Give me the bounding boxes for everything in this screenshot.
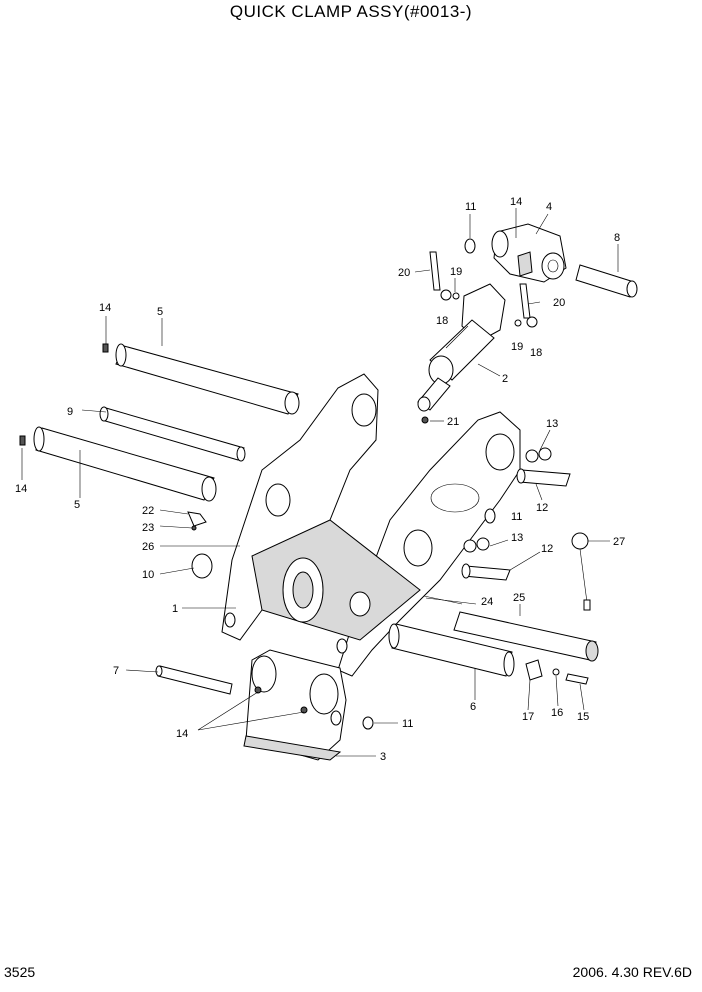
bolt-15 <box>565 673 589 685</box>
grease-nipples-14-bottom <box>254 686 308 714</box>
hose-fitting-20-left <box>429 251 452 301</box>
callout-23: 23 <box>142 522 154 534</box>
callout-5: 5 <box>74 499 80 511</box>
callout-13: 13 <box>511 532 523 544</box>
page-number: 3525 <box>4 964 36 980</box>
callout-19: 19 <box>450 266 462 278</box>
revision-date: 2006. 4.30 REV.6D <box>572 964 692 980</box>
callout-11: 11 <box>402 718 413 730</box>
hose-fitting-20-right <box>519 283 538 328</box>
callout-4: 4 <box>546 201 552 213</box>
washers-13-lower <box>463 537 490 553</box>
callout-14: 14 <box>510 196 522 208</box>
pin-5-lower <box>33 426 217 502</box>
callout-10: 10 <box>142 569 154 581</box>
nipple-23 <box>191 525 197 531</box>
callout-14: 14 <box>99 302 111 314</box>
callout-3: 3 <box>380 751 386 763</box>
locking-rod-25 <box>453 611 599 662</box>
bolt-12-upper <box>516 468 571 487</box>
lever-22 <box>187 511 207 527</box>
o-ring-11-mid <box>484 508 496 524</box>
hydraulic-cylinder-2 <box>417 283 506 412</box>
snap-ring-10 <box>191 553 213 579</box>
callout-26: 26 <box>142 541 154 553</box>
callout-labels: 11 14 4 8 20 19 18 20 19 18 2 14 5 9 21 … <box>15 196 625 763</box>
o-ring-11-top <box>464 238 476 254</box>
pin-7 <box>155 665 233 695</box>
callout-22: 22 <box>142 505 154 517</box>
lock-plate-17 <box>525 659 543 681</box>
pin-9 <box>99 406 246 462</box>
pin-5-upper <box>115 343 300 415</box>
callout-16: 16 <box>551 707 563 719</box>
callout-20: 20 <box>398 267 410 279</box>
seal-19-left <box>452 292 460 300</box>
callout-5: 5 <box>157 306 163 318</box>
callout-2: 2 <box>502 373 508 385</box>
callout-18: 18 <box>436 315 448 327</box>
callout-17: 17 <box>522 711 534 723</box>
callout-6: 6 <box>470 701 476 713</box>
callout-14: 14 <box>15 483 27 495</box>
pin-6 <box>388 623 515 677</box>
callout-15: 15 <box>577 711 589 723</box>
callout-12: 12 <box>536 502 548 514</box>
callout-9: 9 <box>67 406 73 418</box>
bolt-12-lower <box>461 563 511 581</box>
callout-20: 20 <box>553 297 565 309</box>
callout-24: 24 <box>481 596 493 608</box>
callout-14: 14 <box>176 728 188 740</box>
callout-21: 21 <box>447 416 459 428</box>
callout-25: 25 <box>513 592 525 604</box>
leader-lines <box>21 208 619 757</box>
page-title: QUICK CLAMP ASSY(#0013-) <box>229 2 473 21</box>
o-ring-11-bottom <box>362 716 374 730</box>
clamp-block-3 <box>243 649 347 761</box>
seal-19-right <box>514 319 522 327</box>
callout-12: 12 <box>541 543 553 555</box>
washers-13-upper <box>525 447 552 463</box>
callout-1: 1 <box>172 603 178 615</box>
callout-13: 13 <box>546 418 558 430</box>
callout-19: 19 <box>511 341 523 353</box>
safety-pin-27 <box>571 532 591 611</box>
washer-16 <box>552 668 560 676</box>
grease-nipple-21 <box>421 416 429 424</box>
pin-8 <box>575 264 638 298</box>
callout-8: 8 <box>614 232 620 244</box>
grease-nipple-14-lower <box>19 435 26 446</box>
callout-11: 11 <box>511 511 522 523</box>
cylinder-rod-end-block <box>491 223 567 283</box>
callout-7: 7 <box>113 665 119 677</box>
callout-18: 18 <box>530 347 542 359</box>
grease-nipple-14-upper <box>102 343 109 353</box>
quick-clamp-frame-1 <box>221 373 521 677</box>
callout-27: 27 <box>613 536 625 548</box>
callout-11: 11 <box>465 201 476 213</box>
